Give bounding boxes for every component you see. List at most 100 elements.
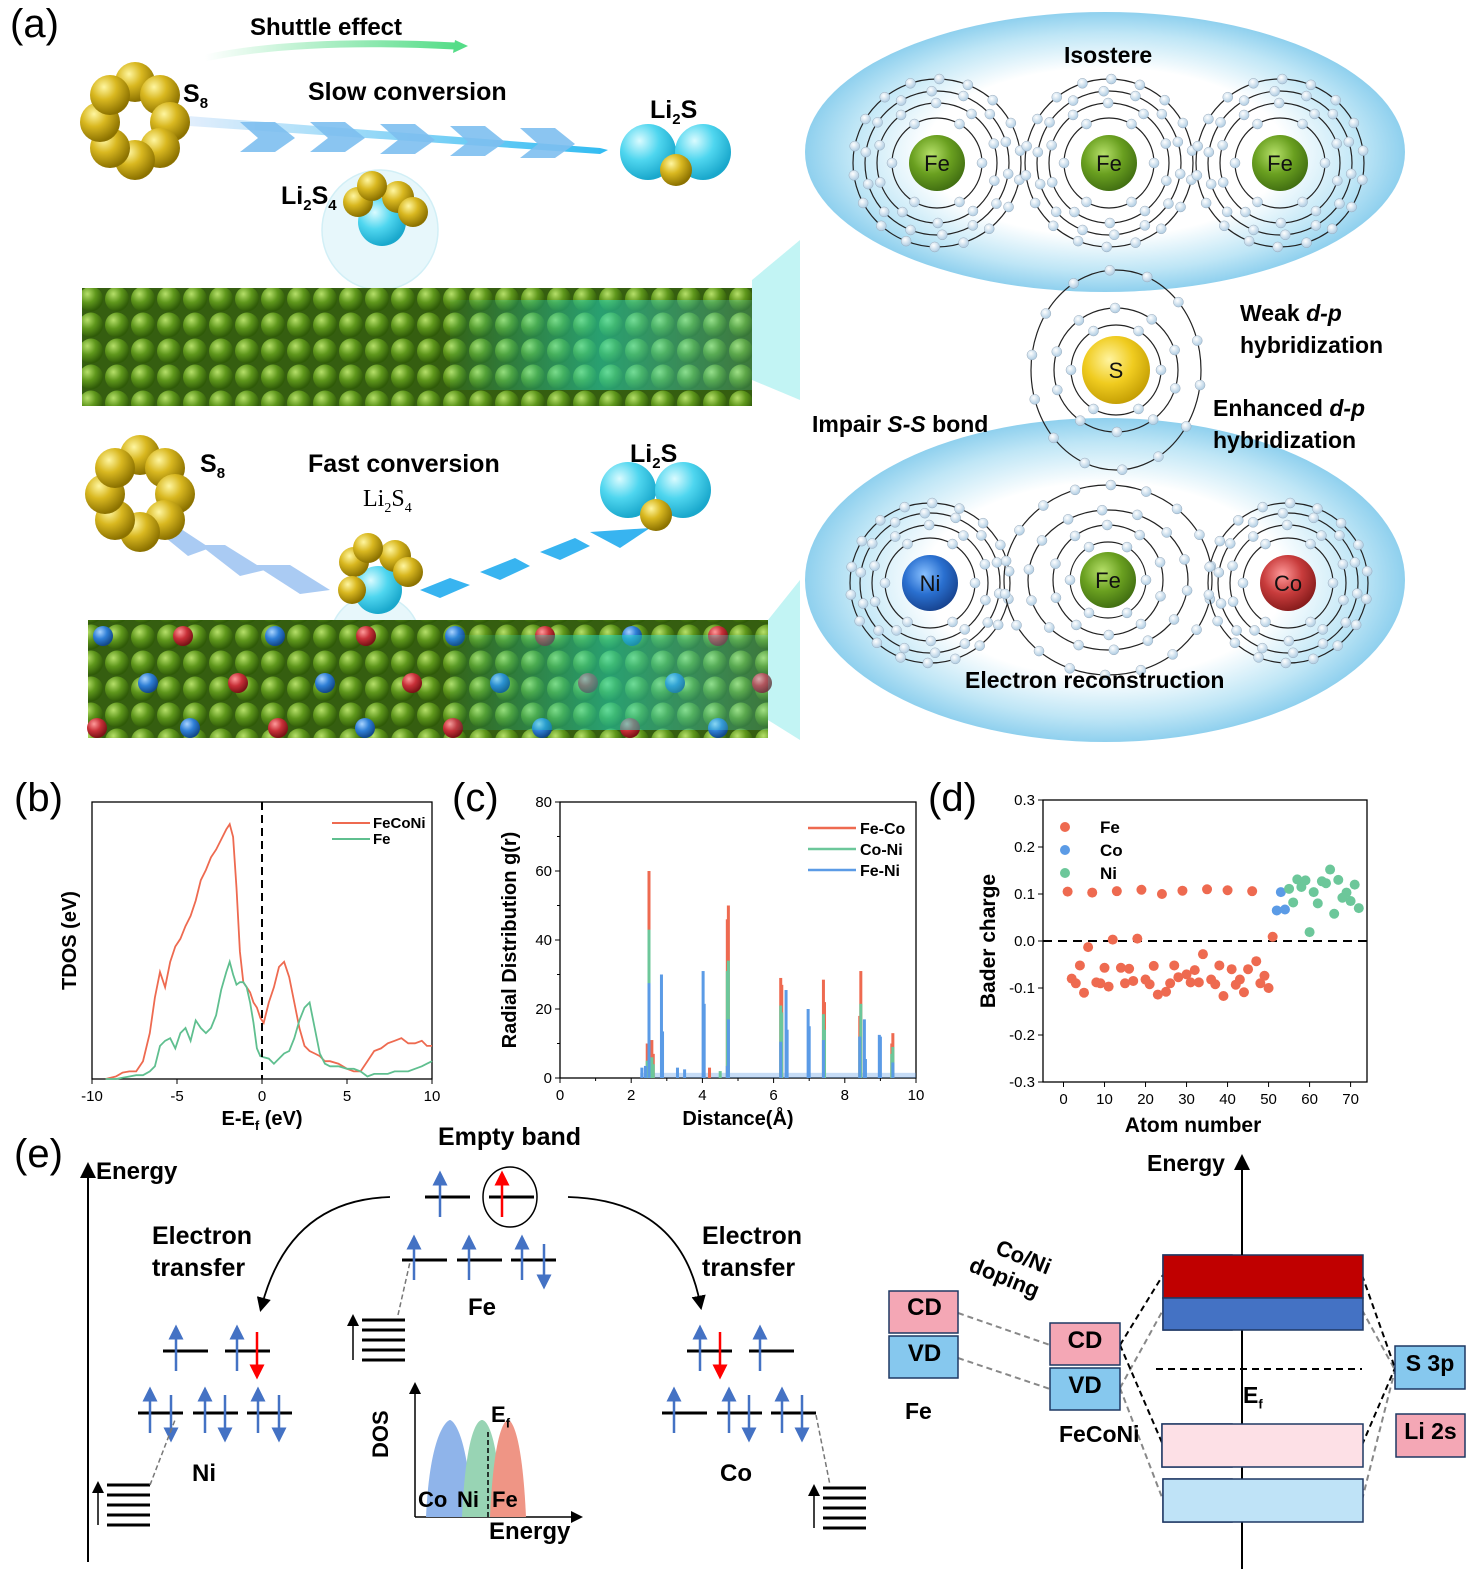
electron bbox=[926, 497, 938, 509]
point-ni bbox=[1288, 897, 1299, 908]
electron bbox=[1000, 555, 1012, 567]
electron bbox=[1222, 91, 1234, 103]
panel-label-a: (a) bbox=[10, 2, 59, 46]
point-fe bbox=[1234, 974, 1245, 985]
electron bbox=[947, 538, 958, 550]
electron bbox=[860, 146, 872, 158]
electron bbox=[1247, 531, 1259, 542]
electron bbox=[1023, 564, 1035, 575]
point-co bbox=[1271, 905, 1282, 916]
electron bbox=[895, 109, 907, 121]
rdf-bar-fe-ni bbox=[858, 1036, 862, 1078]
y-tick-label: 0 bbox=[544, 1070, 552, 1087]
electron bbox=[1155, 591, 1166, 602]
electron bbox=[1194, 529, 1205, 541]
electron bbox=[1227, 596, 1239, 607]
s8-label-bottom: S8 bbox=[200, 450, 226, 482]
electron bbox=[966, 108, 977, 120]
electron bbox=[857, 197, 869, 209]
point-fe bbox=[1107, 934, 1118, 945]
electron bbox=[1135, 618, 1147, 630]
electron bbox=[1081, 118, 1092, 130]
electron bbox=[929, 241, 940, 253]
electron bbox=[1272, 241, 1283, 253]
electron bbox=[982, 617, 994, 628]
electron bbox=[962, 79, 974, 91]
electron bbox=[1281, 519, 1293, 531]
electron bbox=[1297, 118, 1308, 130]
rdf-bar-fe-ni bbox=[726, 1019, 730, 1078]
electron bbox=[1111, 426, 1123, 438]
point-fe bbox=[1214, 960, 1225, 971]
electron bbox=[1075, 415, 1086, 426]
electron bbox=[1332, 175, 1343, 186]
electron bbox=[1126, 118, 1137, 130]
electron bbox=[1068, 278, 1079, 289]
electron bbox=[1160, 138, 1172, 149]
dos-peak-label-co: Co bbox=[418, 1487, 448, 1512]
electron bbox=[947, 616, 958, 628]
point-fe bbox=[1226, 964, 1237, 975]
electron bbox=[1130, 237, 1141, 248]
electron bbox=[1101, 241, 1112, 253]
rdf-bar-fe-ni bbox=[779, 1041, 783, 1078]
electron bbox=[923, 519, 935, 531]
point-fe bbox=[1103, 981, 1114, 992]
electron bbox=[1169, 344, 1180, 356]
electron bbox=[1305, 616, 1316, 628]
x-tick-label: 6 bbox=[769, 1087, 777, 1104]
point-ni bbox=[1353, 903, 1364, 914]
electron bbox=[1191, 170, 1203, 181]
electron bbox=[1353, 539, 1364, 551]
point-co bbox=[1275, 887, 1286, 898]
electron bbox=[878, 206, 890, 218]
point-co bbox=[1279, 904, 1290, 915]
y-axis-label: Bader charge bbox=[977, 874, 1000, 1008]
li2s-box bbox=[1395, 1413, 1466, 1458]
electron bbox=[1155, 364, 1167, 376]
co-core-levels bbox=[823, 1486, 866, 1530]
electron bbox=[1029, 394, 1040, 405]
point-fe bbox=[1193, 977, 1204, 988]
electron bbox=[1340, 617, 1352, 628]
point-fe bbox=[1173, 972, 1184, 983]
electron bbox=[1135, 664, 1147, 676]
electron bbox=[866, 538, 878, 549]
electron bbox=[1334, 198, 1345, 209]
electron bbox=[954, 503, 965, 514]
electron bbox=[1316, 530, 1327, 541]
dos-inset bbox=[409, 1382, 583, 1523]
electron bbox=[1050, 558, 1061, 569]
electron bbox=[1219, 220, 1230, 232]
nucleus-s bbox=[1082, 336, 1150, 404]
s8-label-top: S8 bbox=[183, 80, 209, 112]
panel-label-e: (e) bbox=[14, 1132, 63, 1176]
point-fe bbox=[1148, 960, 1159, 971]
electron bbox=[1179, 554, 1190, 565]
point-fe bbox=[1197, 949, 1208, 960]
electron bbox=[1003, 566, 1015, 577]
point-fe bbox=[1218, 990, 1229, 1001]
electron bbox=[958, 237, 969, 248]
electron bbox=[1326, 223, 1338, 235]
electron-shell bbox=[1207, 90, 1353, 236]
electron bbox=[873, 625, 884, 636]
electron bbox=[1103, 629, 1115, 641]
electron bbox=[980, 594, 991, 606]
electron bbox=[899, 642, 910, 654]
electron bbox=[977, 517, 989, 529]
electron bbox=[1046, 140, 1057, 151]
x-tick-label: 10 bbox=[1096, 1091, 1113, 1108]
electron bbox=[1102, 97, 1114, 109]
electron bbox=[1101, 519, 1113, 531]
slow-conversion-arrows bbox=[175, 115, 608, 158]
electron bbox=[959, 638, 971, 649]
electron bbox=[1048, 220, 1059, 232]
point-fe bbox=[1222, 885, 1233, 896]
y-tick-label: 0.0 bbox=[1014, 933, 1035, 950]
electron bbox=[974, 640, 985, 651]
electron bbox=[1224, 538, 1236, 549]
electron bbox=[1142, 635, 1154, 646]
electron bbox=[1334, 530, 1345, 541]
